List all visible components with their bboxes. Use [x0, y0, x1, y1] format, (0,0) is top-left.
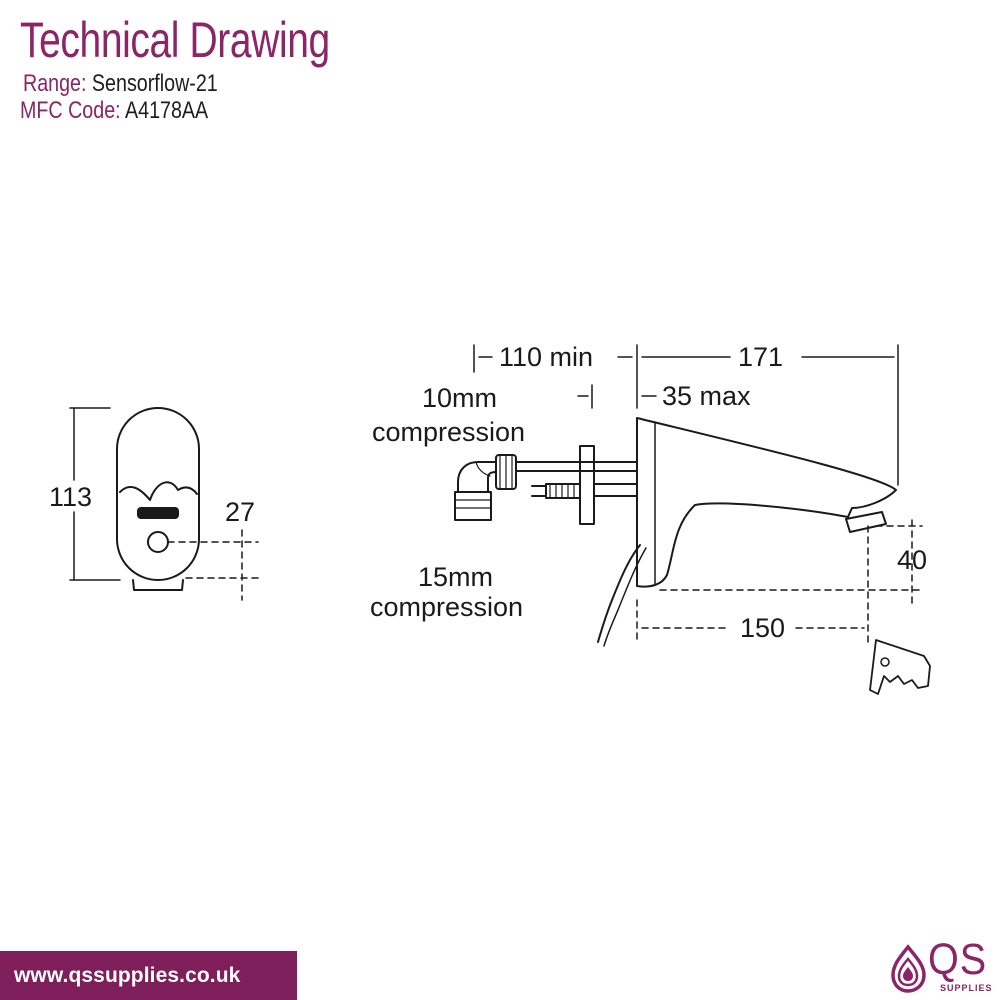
aerator-key-hole	[880, 657, 890, 667]
range-label: Range:	[23, 70, 87, 97]
brand-logo: QS SUPPLIES	[890, 935, 996, 997]
footer-website-bar: www.qssupplies.co.uk	[0, 951, 297, 1000]
website-link[interactable]: www.qssupplies.co.uk	[14, 963, 241, 987]
cable-1	[597, 544, 641, 643]
front-view-outlet	[137, 507, 179, 519]
label-inlet-10: 10mm	[422, 383, 497, 413]
label-outlet-height: 40	[897, 545, 927, 575]
label-spout-reach: 150	[740, 613, 785, 643]
code-value: A4178AA	[124, 97, 209, 124]
front-view-sensor-window	[119, 481, 198, 501]
page-title: Technical Drawing	[20, 12, 330, 68]
spout-body	[636, 417, 897, 588]
threaded-rod	[545, 483, 581, 499]
label-height: 113	[49, 482, 92, 512]
label-projection: 171	[738, 342, 783, 372]
front-view-base	[132, 579, 184, 591]
elbow-detail	[475, 461, 491, 477]
label-inlet-10-type: compression	[372, 417, 525, 447]
label-inlet-15-type: compression	[370, 592, 523, 622]
wall-flange	[579, 445, 595, 525]
elbow	[457, 461, 497, 493]
aerator-key	[869, 639, 931, 695]
header: Technical Drawing Range: Sensorflow-21 M…	[20, 12, 417, 124]
cable-2	[603, 547, 647, 647]
spout-aerator	[845, 511, 887, 533]
logo-letters: QS	[928, 935, 988, 984]
front-view-sensor	[147, 531, 169, 553]
code-line: MFC Code: A4178AA	[20, 97, 346, 124]
rod-thread	[549, 483, 575, 499]
front-view-body	[116, 407, 200, 581]
label-wall-depth: 110 min	[499, 342, 593, 372]
range-line: Range: Sensorflow-21	[23, 70, 346, 97]
front-view	[69, 407, 259, 601]
label-sensor-offset: 27	[225, 497, 255, 527]
code-label: MFC Code:	[20, 97, 121, 124]
range-value: Sensorflow-21	[91, 70, 218, 97]
label-inlet-15: 15mm	[418, 562, 493, 592]
side-view	[454, 344, 931, 695]
droplet-icon	[891, 944, 926, 993]
logo-subtitle: SUPPLIES	[940, 983, 993, 993]
elbow-nut	[454, 491, 492, 521]
label-flange: 35 max	[662, 381, 751, 411]
